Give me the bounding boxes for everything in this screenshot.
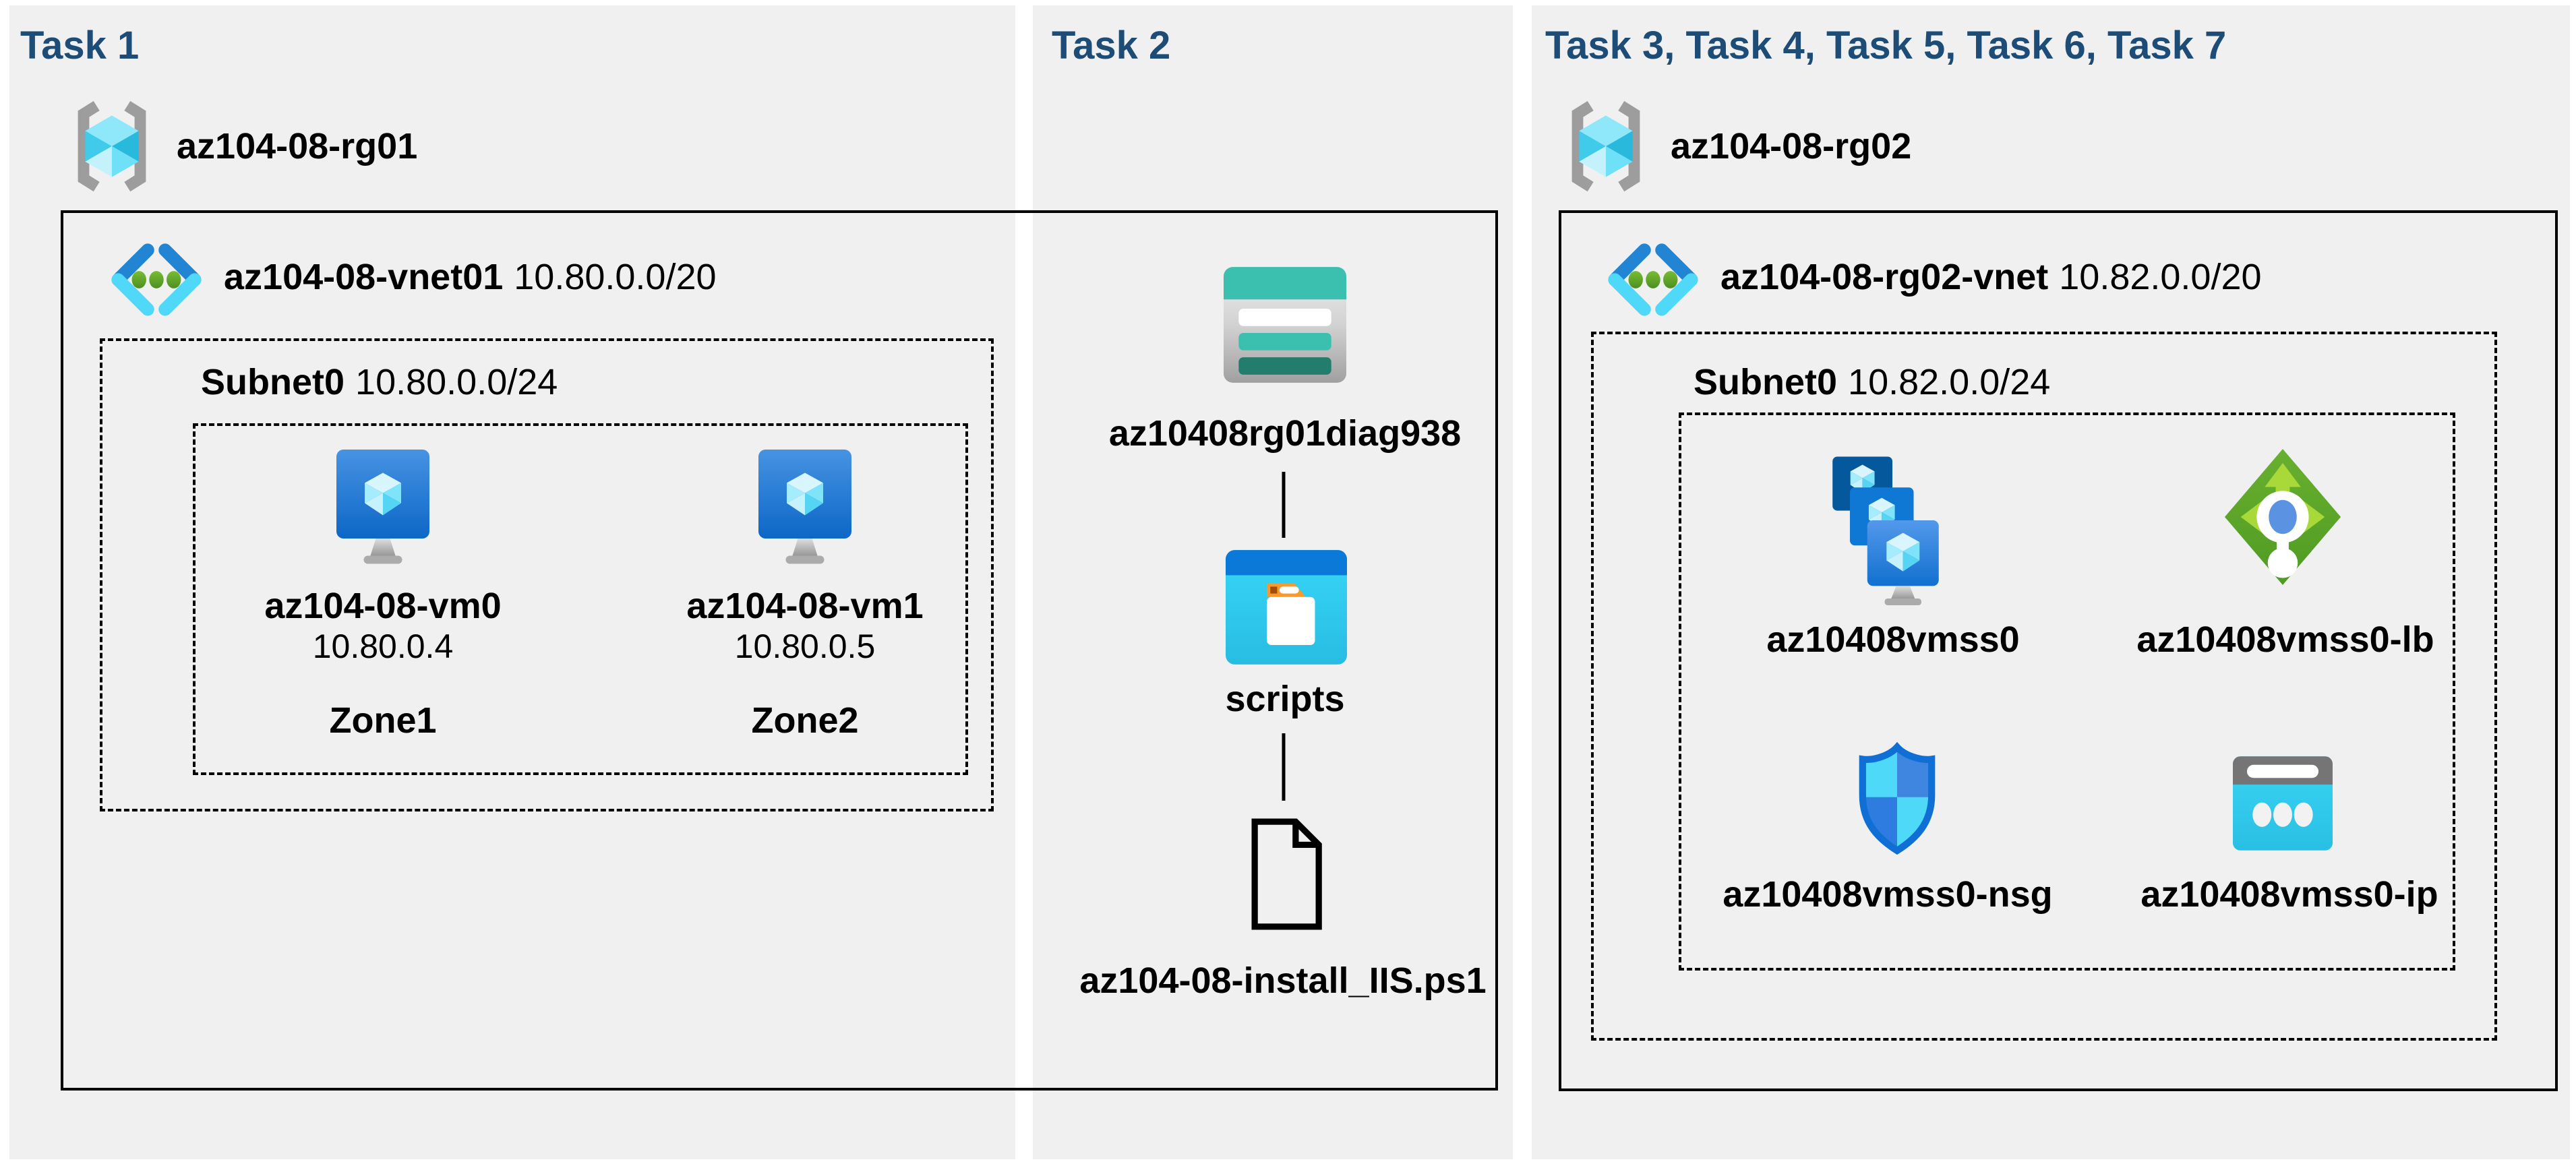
resource-group-name: az104-08-rg01 xyxy=(177,126,418,166)
task2-heading: Task 2 xyxy=(1052,24,1171,67)
container-name: scripts xyxy=(1225,679,1345,719)
connector-storage-to-container xyxy=(1282,472,1286,538)
vnet2-boundary-box xyxy=(1559,210,2558,1091)
storage-account-icon xyxy=(1224,267,1346,383)
virtual-machine-icon xyxy=(754,443,856,565)
resource-group-icon xyxy=(67,96,156,197)
vm1-zone: Zone2 xyxy=(751,700,859,741)
vm-scale-set-icon xyxy=(1828,449,1950,605)
network-security-group-icon xyxy=(1854,740,1940,856)
task3to7-heading: Task 3, Task 4, Task 5, Task 6, Task 7 xyxy=(1545,24,2227,67)
vm0-name: az104-08-vm0 xyxy=(264,586,502,626)
vm0-ip: 10.80.0.4 xyxy=(312,627,454,665)
virtual-network-icon xyxy=(98,240,214,319)
panel-task3to7 xyxy=(1532,5,2570,1159)
vnet2-name: az104-08-rg02-vnet xyxy=(1720,257,2049,297)
load-balancer-icon xyxy=(2221,445,2345,589)
nsg-name: az10408vmss0-nsg xyxy=(1723,874,2053,915)
vnet1-cidr: 10.80.0.0/20 xyxy=(514,257,717,297)
public-ip-name: az10408vmss0-ip xyxy=(2140,874,2438,915)
script-file-icon xyxy=(1240,814,1329,934)
virtual-machine-icon xyxy=(332,443,433,565)
vnet1-name: az104-08-vnet01 xyxy=(224,257,504,297)
blob-container-icon xyxy=(1226,550,1347,665)
vm1-ip: 10.80.0.5 xyxy=(734,627,876,665)
resource-group2-name: az104-08-rg02 xyxy=(1671,126,1912,166)
vm0-zone: Zone1 xyxy=(329,700,437,741)
subnet1-box xyxy=(100,338,994,811)
subnet2-box xyxy=(1591,332,2497,1041)
panel-task1 xyxy=(9,5,1015,1159)
public-ip-icon xyxy=(2233,756,2333,851)
task1-heading: Task 1 xyxy=(20,24,140,67)
vnet1-boundary-box xyxy=(61,210,1498,1091)
subnet1-name: Subnet0 xyxy=(201,362,345,402)
script-file-name: az104-08-install_IIS.ps1 xyxy=(1079,960,1487,1001)
connector-container-to-file xyxy=(1282,733,1286,801)
subnet2-cidr: 10.82.0.0/24 xyxy=(1848,362,2051,402)
resource-group-icon xyxy=(1561,96,1650,197)
subnet1-cidr: 10.80.0.0/24 xyxy=(355,362,558,402)
virtual-network-icon xyxy=(1595,240,1711,319)
subnet2-name: Subnet0 xyxy=(1694,362,1838,402)
load-balancer-name: az10408vmss0-lb xyxy=(2136,619,2434,660)
storage-account-name: az10408rg01diag938 xyxy=(1108,413,1462,454)
vm-group-box xyxy=(193,423,968,775)
vmss-name: az10408vmss0 xyxy=(1766,619,2020,660)
vnet2-cidr: 10.82.0.0/20 xyxy=(2059,257,2262,297)
vmss-group-box xyxy=(1679,412,2455,971)
vm1-name: az104-08-vm1 xyxy=(686,586,924,626)
